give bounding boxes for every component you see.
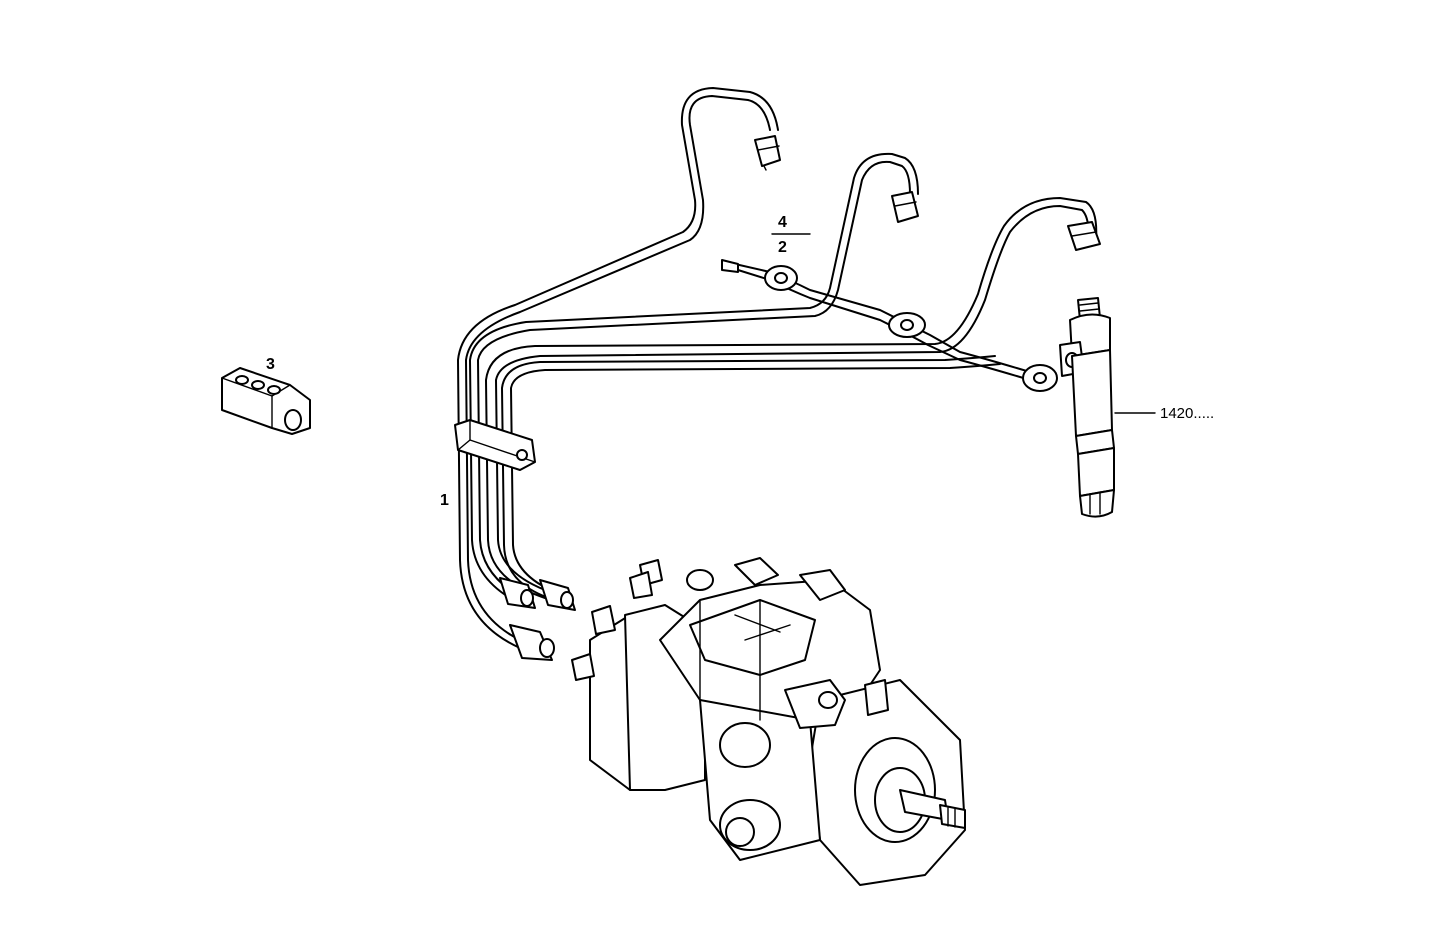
pipe-clamp-loose[interactable]	[221, 367, 311, 435]
injection-pump[interactable]	[571, 557, 966, 886]
pipe-nut-1	[754, 135, 781, 171]
injector[interactable]	[1059, 297, 1115, 518]
return-line[interactable]	[721, 259, 1058, 392]
pipe-clamp-installed	[454, 419, 536, 471]
pump-pipe-fitting-2	[499, 577, 536, 609]
pipe-nut-3	[1067, 221, 1101, 251]
callout-pipe-set: 1	[440, 492, 449, 509]
callout-return-line-ref: 2	[778, 239, 787, 256]
pump-pipe-fitting-3	[539, 579, 576, 611]
pump-pipe-fitting-1	[509, 624, 555, 661]
callout-clamp: 3	[266, 356, 275, 373]
callout-injector: 1420.....	[1160, 405, 1214, 422]
pipe-nut-2	[891, 191, 919, 223]
injection-pipe-set[interactable]	[457, 87, 1098, 649]
callout-return-line-qty: 4	[778, 214, 787, 231]
